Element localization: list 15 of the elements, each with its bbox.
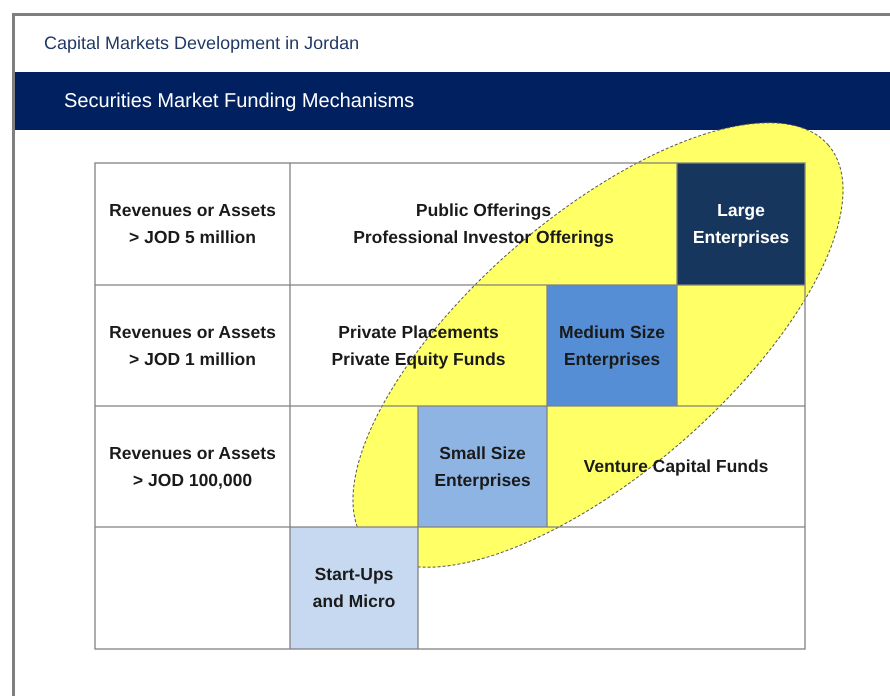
enterprise-cell: [418, 406, 547, 527]
header-title: Capital Markets Development in Jordan: [44, 33, 360, 54]
cell-text: Start-Ups and Micro: [312, 563, 396, 613]
mechanism-label: Venture Capital Funds: [584, 455, 768, 478]
cell-text: Large Enterprises: [692, 199, 790, 249]
row-label: Revenues or Assets > JOD 100,000: [108, 442, 277, 492]
row-label: Revenues or Assets > JOD 1 million: [108, 320, 277, 370]
row-label: Revenues or Assets > JOD 5 million: [108, 199, 277, 249]
enterprise-cell: [290, 527, 418, 649]
cell-text: Small Size Enterprises: [433, 442, 532, 492]
section-title: Securities Market Funding Mechanisms: [64, 90, 414, 113]
enterprise-cell: [547, 285, 677, 406]
enterprise-cell: [677, 163, 805, 285]
mechanism-label: Public Offerings: [416, 199, 552, 222]
cell-text: Medium Size Enterprises: [558, 320, 666, 371]
